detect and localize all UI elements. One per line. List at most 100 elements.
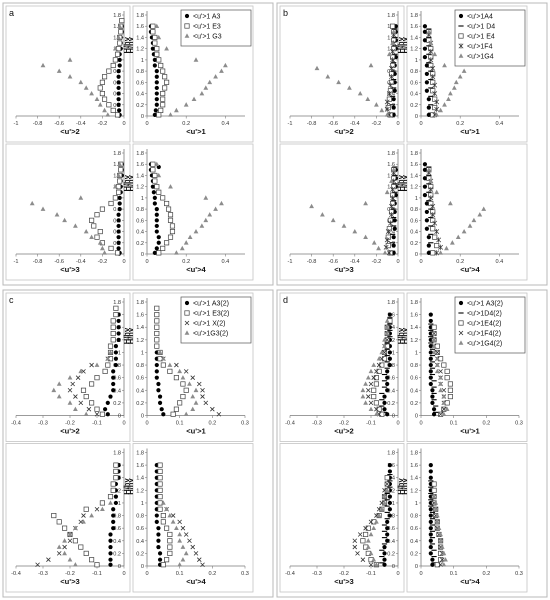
data-point [355, 551, 360, 556]
x-axis-label: <u'>2 [334, 127, 354, 136]
legend-marker [184, 310, 190, 316]
y-tick-label: 1.8 [410, 151, 418, 157]
data-point [67, 531, 73, 537]
data-point [156, 544, 161, 550]
data-point [347, 85, 352, 90]
data-point [389, 65, 394, 71]
data-point [94, 375, 100, 381]
subplot-frame [132, 443, 254, 593]
data-point [191, 96, 197, 101]
y-tick-label: 0.4 [113, 539, 121, 545]
data-point [108, 394, 113, 399]
x-tick-label: -0.8 [307, 259, 317, 265]
data-point [78, 195, 84, 200]
data-point [455, 234, 461, 239]
data-point [180, 525, 186, 531]
data-point [360, 387, 366, 393]
y-tick-label: 1.4 [136, 173, 144, 179]
data-point [447, 387, 453, 393]
data-point [391, 105, 396, 110]
data-point [363, 200, 368, 206]
data-point [424, 218, 429, 223]
data-point [385, 369, 390, 374]
data-point [113, 475, 119, 481]
data-point [99, 206, 105, 212]
data-point [384, 318, 390, 323]
data-point [360, 557, 366, 562]
data-point [117, 207, 122, 212]
y-tick-label: 0.8 [410, 363, 418, 369]
data-point [443, 557, 448, 562]
data-point [390, 40, 395, 45]
data-point [428, 350, 433, 355]
data-point [210, 406, 215, 412]
y-tick-label: 1.6 [410, 313, 418, 319]
data-point [116, 91, 121, 96]
data-point [117, 178, 123, 184]
data-point [434, 368, 440, 374]
data-point [167, 531, 173, 538]
data-point [449, 240, 455, 245]
data-point [86, 406, 92, 412]
y-tick-label: 1.2 [410, 185, 418, 191]
y-tick-label: 0 [392, 252, 395, 258]
data-point [117, 161, 123, 167]
series-triangle [426, 29, 467, 117]
data-point [62, 550, 67, 556]
x-tick-label: -0.4 [11, 421, 21, 427]
y-tick-label: 0.2 [136, 401, 144, 407]
data-point [447, 394, 453, 400]
data-point [156, 112, 162, 118]
data-point [387, 507, 392, 512]
data-point [168, 184, 173, 189]
data-point [157, 551, 163, 556]
x-tick-label: 0.2 [456, 121, 464, 127]
data-point [207, 79, 213, 85]
data-point [89, 400, 95, 406]
data-point [422, 46, 428, 51]
panel-a: a-1-0.8-0.6-0.4-0.2000.20.40.60.811.21.4… [2, 2, 274, 286]
data-point [154, 519, 159, 524]
data-point [431, 487, 437, 493]
data-point [174, 362, 179, 368]
data-point [97, 102, 103, 107]
x-tick-label: -0.1 [366, 571, 376, 577]
series-dash [390, 28, 398, 114]
data-point [154, 369, 159, 374]
data-point [177, 531, 183, 537]
y-tick-label: 0 [415, 414, 418, 420]
series-triangle [51, 349, 113, 417]
data-point [83, 550, 89, 556]
x-tick-label: -0.3 [38, 571, 48, 577]
data-point [187, 234, 193, 239]
y-tick-label: 0 [392, 414, 395, 420]
data-point [154, 362, 159, 368]
data-point [110, 330, 116, 337]
x-tick-label: 0.2 [482, 421, 490, 427]
data-point [387, 513, 392, 518]
data-point [200, 394, 205, 399]
y-tick-label: 1.8 [387, 151, 395, 157]
x-axis-label: <u'>4 [460, 265, 480, 274]
data-point [431, 407, 437, 412]
data-point [118, 167, 124, 173]
data-point [154, 51, 160, 57]
y-tick-label: 1.2 [136, 338, 144, 344]
data-point [387, 350, 392, 355]
subplot-frame [5, 443, 131, 593]
y-tick-label: 1 [141, 501, 144, 507]
subplot-frame [279, 292, 405, 442]
series-triangle [154, 23, 228, 117]
data-point [438, 538, 443, 543]
data-point [83, 85, 89, 90]
series-triangle [365, 487, 390, 567]
series-triangle [56, 500, 113, 567]
x-tick-label: 0 [419, 121, 422, 127]
data-point [438, 381, 443, 386]
data-point [110, 337, 116, 343]
x-tick-label: 0.2 [456, 259, 464, 265]
data-point [424, 201, 429, 206]
data-point [161, 412, 166, 417]
y-tick-label: 1.2 [136, 47, 144, 53]
y-tick-label: 0.2 [410, 241, 418, 247]
